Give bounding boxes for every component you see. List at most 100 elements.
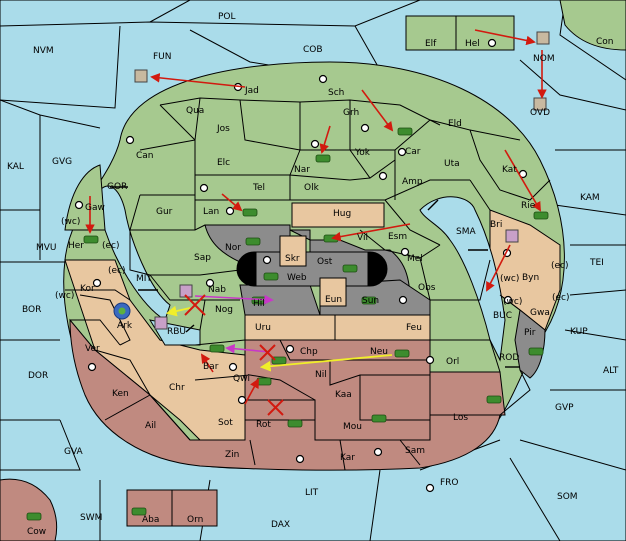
move-orders [85,29,547,405]
label-swm: SWM [80,513,102,523]
label-hil: Hil [253,299,265,309]
region-elf[interactable] [405,15,457,51]
label-mvu: MVU [36,243,57,253]
label-car: Car [405,147,421,157]
region-skr[interactable] [279,235,307,267]
label-los: Los [453,413,468,423]
label-byn: Byn [522,273,539,283]
supply-centers [74,38,528,493]
label-kor-wc: (wc) [55,291,74,301]
label-mou: Mou [343,422,362,432]
lake-sma[interactable] [419,196,506,362]
label-kal: KAL [7,162,24,172]
label-rot: Rot [256,420,271,430]
label-gaw: Gaw [85,203,105,213]
label-sch: Sch [328,88,344,98]
label-ost: Ost [317,257,333,267]
label-skr: Skr [285,254,300,264]
label-amp: Amp [402,177,423,187]
label-gwa: Gwa [530,308,550,318]
region-hel[interactable] [455,15,515,51]
label-alt: ALT [603,366,619,376]
label-qwi: Qwi [233,374,250,384]
passage-markers [110,186,520,368]
label-rod: ROD [499,353,519,363]
label-cow: Cow [27,527,46,537]
label-kat: Kat [502,165,517,175]
label-kup: KUP [570,327,588,337]
label-bar: Bar [203,362,219,372]
region-eun[interactable] [319,277,347,307]
label-ark: Ark [117,321,133,331]
region-hug[interactable] [291,202,385,228]
region-cow[interactable] [0,478,58,541]
label-hel: Hel [465,39,480,49]
label-chp: Chp [300,347,318,357]
label-neu: Neu [370,347,388,357]
label-orl: Orl [446,357,459,367]
label-sma: SMA [456,227,476,237]
label-buc: BUC [493,311,512,321]
label-pol: POL [218,12,236,22]
label-byn-ec: (ec) [551,261,569,271]
label-can: Can [136,151,154,161]
label-bor: BOR [22,305,41,315]
label-kor-ec: (ec) [108,266,126,276]
label-elc: Elc [217,158,230,168]
label-web: Web [287,273,307,283]
label-orn: Orn [187,515,203,525]
zone-tan-central [244,314,431,341]
region-gaw[interactable] [64,164,106,231]
label-lit: LIT [305,488,319,498]
label-eld: Eld [448,119,462,129]
label-olk: Olk [304,183,320,193]
label-ail: Ail [145,421,156,431]
label-gwa-wc: (wc) [503,297,522,307]
label-gur: Gur [156,207,173,217]
label-uru: Uru [255,323,271,333]
label-ver: Ver [85,344,100,354]
label-lan: Lan [203,207,219,217]
label-kor: Kor [80,284,95,294]
label-rie: Rie [521,201,536,211]
label-tei: TEI [589,258,604,268]
label-jos: Jos [216,124,230,134]
label-grh: Grh [343,108,359,118]
label-pir: Pir [524,328,536,338]
label-gva: GVA [64,447,84,457]
label-yok: Yok [354,148,371,158]
label-her: Her [68,241,84,251]
label-vil: Vil [357,233,368,243]
label-gwa-ec: (ec) [552,293,570,303]
label-ovd: OVD [530,108,550,118]
label-nar: Nar [294,165,310,175]
label-elf: Elf [425,39,437,49]
label-sun: Sun [362,296,379,306]
label-jad: Jad [244,86,259,96]
label-her-wc: (wc) [61,217,80,227]
army-units [26,127,549,521]
label-gvg: GVG [52,157,72,167]
support-orders [165,305,393,372]
label-bri: Bri [490,220,502,230]
label-nab: Nab [208,285,226,295]
region-pir[interactable] [514,309,546,379]
label-nom: NOM [533,54,555,64]
label-obs: Obs [418,283,436,293]
label-chr: Chr [169,383,185,393]
label-zin: Zin [225,450,239,460]
label-eun: Eun [325,295,342,305]
region-los[interactable] [429,371,506,416]
label-dax: DAX [271,520,290,530]
region-orn[interactable] [171,489,218,527]
label-cob: COB [303,45,323,55]
label-nor: Nor [225,243,241,253]
land-labels: Elf Hel Jad Sch Qua Grh Jos Eld Can Car … [27,39,570,537]
cancel-marks [184,294,284,416]
fleet-units [113,31,550,330]
label-ken: Ken [112,389,129,399]
label-mit: MIT [136,274,152,284]
label-uta: Uta [444,159,460,169]
